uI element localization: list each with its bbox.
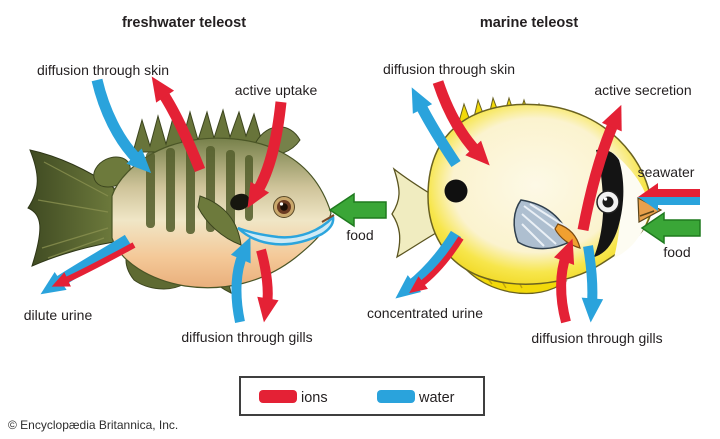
m-seawater-arrow-water-half [638, 197, 700, 211]
m-food-label: food [663, 244, 690, 260]
m-mouth [639, 210, 655, 217]
fw-tail-fin [27, 149, 115, 267]
fw-gill-ions-out-arrow [256, 248, 279, 323]
legend-ions-label: ions [301, 390, 328, 406]
m-gill-water-out-arrow [581, 245, 604, 323]
fw-skin-label: diffusion through skin [37, 62, 169, 78]
m-seawater-arrow-ions-half [638, 183, 700, 197]
legend: ions water [239, 376, 485, 416]
fw-gill-membrane [237, 214, 335, 246]
freshwater-title: freshwater teleost [122, 15, 246, 31]
fw-mouth [321, 214, 335, 223]
copyright-credit: © Encyclopædia Britannica, Inc. [8, 418, 178, 432]
m-urine-ions-arrow [409, 236, 464, 294]
fw-skin-ions-out-arrow [151, 76, 206, 173]
fw-urine-label: dilute urine [24, 307, 93, 323]
m-pectoral-fin [513, 199, 572, 250]
m-gill-ions-in-arrow [553, 238, 575, 324]
m-skin-water-out-arrow [411, 87, 461, 168]
fw-eye-highlight [279, 202, 284, 206]
m-eye-highlight [603, 197, 608, 201]
legend-water-swatch [377, 390, 415, 403]
fw-food-label: food [346, 227, 373, 243]
fw-uptake-label: active uptake [235, 82, 318, 98]
m-food-arrow [640, 211, 701, 245]
fw-active-uptake-arrow [247, 101, 287, 208]
m-active-secretion-arrow [577, 104, 622, 232]
freshwater-arrows [40, 76, 387, 324]
fw-skin-water-in-arrow [91, 78, 152, 174]
m-secretion-label: active secretion [594, 82, 691, 98]
fw-food-arrow [328, 192, 387, 228]
fw-gill-water-in-arrow [230, 236, 251, 324]
fw-opercular-spot [230, 193, 250, 211]
fw-tail-streaks [37, 161, 109, 259]
fw-gills-label: diffusion through gills [181, 329, 312, 345]
freshwater-fish [27, 108, 335, 294]
m-gills-label: diffusion through gills [531, 330, 662, 346]
legend-ions-swatch [259, 390, 297, 403]
m-skin-label: diffusion through skin [383, 61, 515, 77]
m-skin-ions-in-arrow [432, 80, 490, 166]
marine-title: marine teleost [480, 15, 578, 31]
m-urine-label: concentrated urine [367, 305, 483, 321]
legend-water-label: water [418, 390, 455, 406]
m-ocellus-spot [444, 179, 468, 203]
m-seawater-label: seawater [638, 164, 695, 180]
marine-arrows [395, 80, 701, 324]
fw-urine-ions-arrow [51, 242, 136, 287]
m-tail-fin [391, 167, 437, 259]
